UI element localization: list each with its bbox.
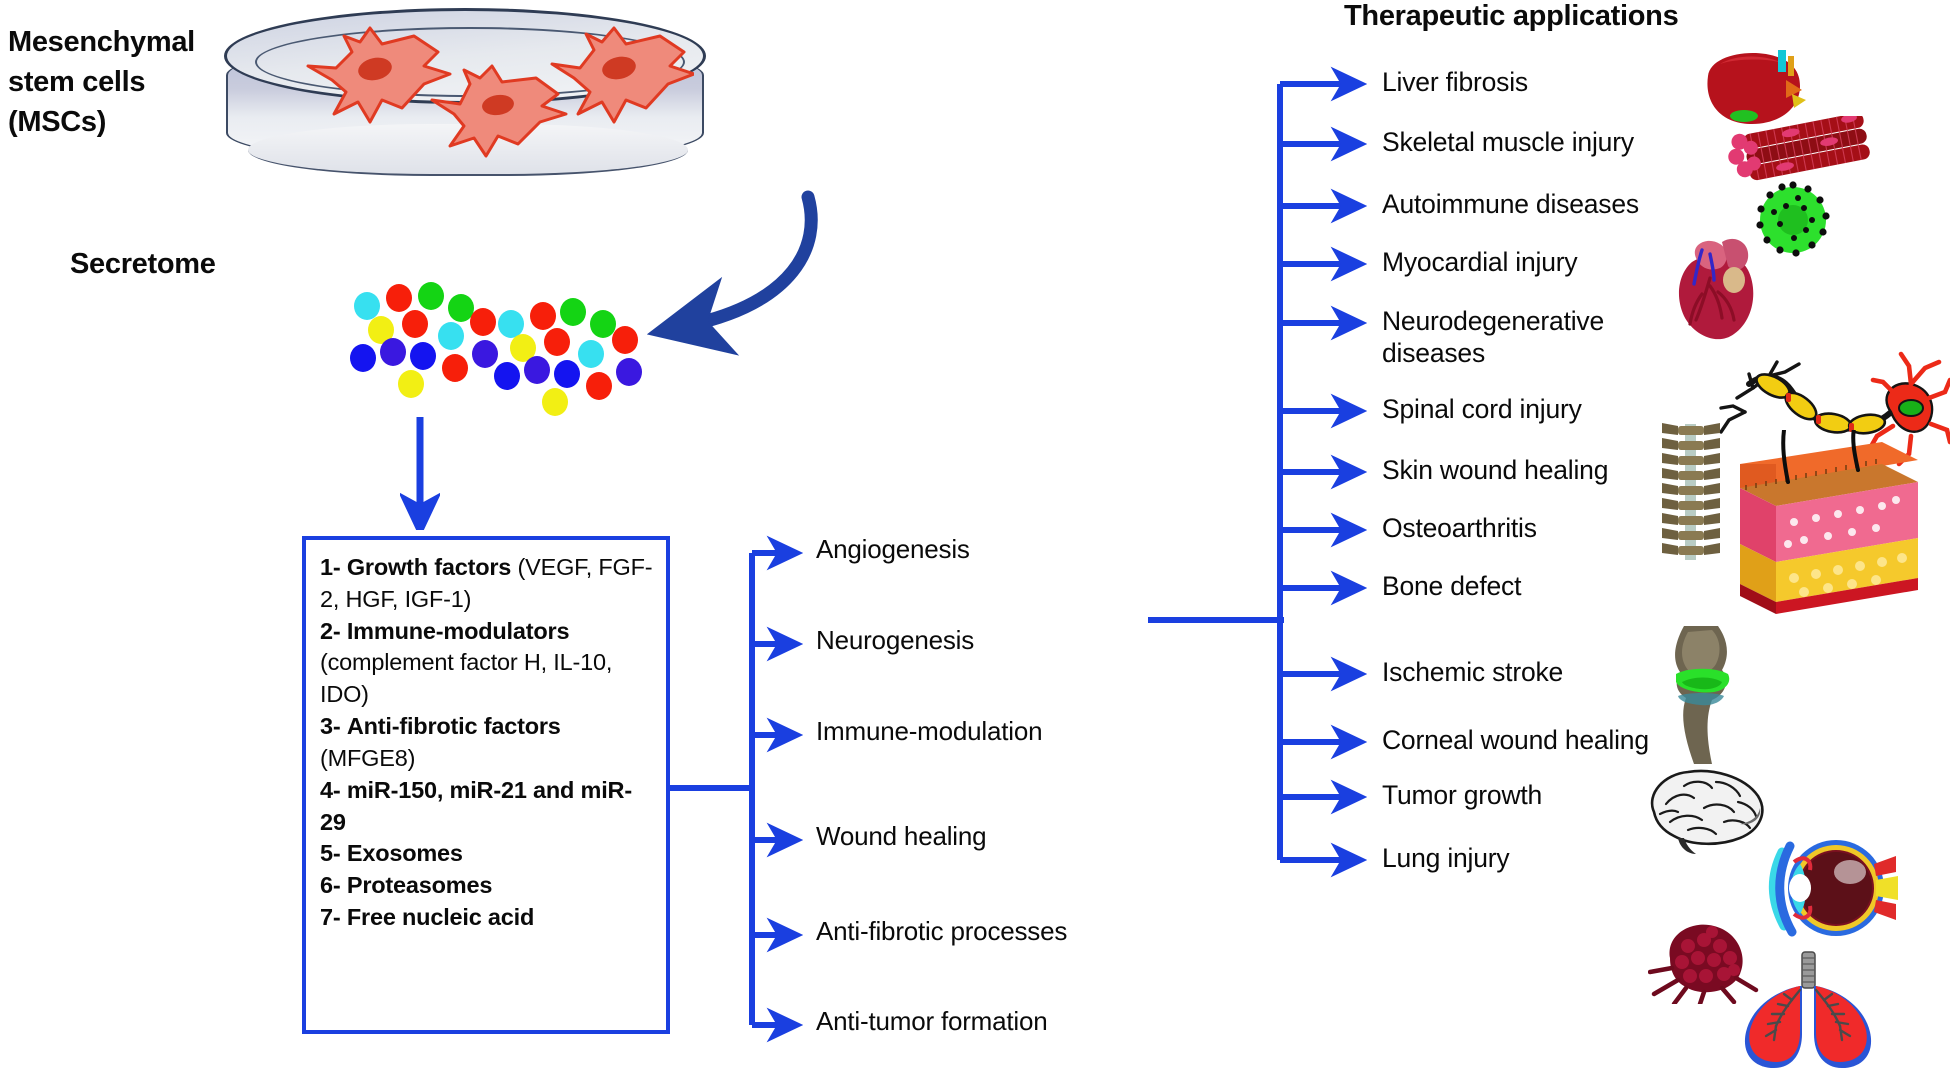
secretome-item: 3- Anti-fibrotic factors (MFGE8): [320, 711, 654, 775]
therapy-label: Liver fibrosis: [1382, 67, 1528, 97]
eye-icon: [1768, 840, 1898, 937]
therapy-label: Osteoarthritis: [1382, 513, 1537, 543]
secretome-item: 4- miR-150, miR-21 and miR-29: [320, 775, 654, 839]
immune-cell-icon: [1756, 181, 1830, 257]
secretome-molecule-dot: [560, 298, 586, 326]
tumor-cell-icon: [1648, 924, 1759, 1004]
secretome-molecule-dot: [586, 372, 612, 400]
secretome-molecule-dot: [410, 342, 436, 370]
secretome-molecule-dot: [386, 284, 412, 312]
secretome-item-num: 2-: [320, 617, 341, 644]
effect-label: Immune-modulation: [816, 716, 1043, 746]
secretome-item-num: 7-: [320, 904, 341, 931]
secretome-item-num: 3-: [320, 713, 341, 740]
secretome-item-bold: Growth factors: [346, 554, 512, 580]
therapy-label: Ischemic stroke: [1382, 657, 1564, 687]
secretome-to-box-arrow: [400, 417, 440, 530]
therapy-label: Skeletal muscle injury: [1382, 127, 1634, 157]
secretome-molecule-dot: [530, 302, 556, 330]
dish-to-secretome-arrow: [646, 190, 818, 356]
secretome-item: 7- Free nucleic acid: [320, 902, 654, 934]
lungs-icon: [1744, 951, 1872, 1068]
brain-icon: [1650, 769, 1764, 854]
heart-icon: [1678, 238, 1754, 340]
secretome-molecule-dot: [448, 294, 474, 322]
secretome-molecule-dot: [578, 340, 604, 368]
effect-label: Neurogenesis: [816, 625, 975, 655]
secretome-item: 1- Growth factors (VEGF, FGF-2, HGF, IGF…: [320, 552, 654, 616]
secretome-contents-box: 1- Growth factors (VEGF, FGF-2, HGF, IGF…: [302, 536, 670, 1034]
therapy-label: Neurodegenerative diseases: [1382, 306, 1605, 369]
secretome-molecule-dot: [494, 362, 520, 390]
secretome-item-bold: miR-150, miR-21 and miR-29: [320, 776, 632, 835]
secretome-item-bold: Immune-modulators: [346, 617, 570, 644]
secretome-molecule-dot: [498, 310, 524, 338]
secretome-molecule-dot: [350, 344, 376, 372]
secretome-molecule-dot: [402, 310, 428, 338]
secretome-item-num: 5-: [320, 840, 341, 867]
secretome-item: 5- Exosomes: [320, 838, 654, 870]
secretome-molecule-dot: [418, 282, 444, 310]
secretome-item-rest: (complement factor H, IL-10, IDO): [320, 649, 613, 708]
effect-label: Wound healing: [816, 821, 987, 851]
effect-label: Anti-fibrotic processes: [816, 916, 1068, 946]
effect-label: Anti-tumor formation: [816, 1006, 1048, 1036]
secretome-molecule-dot: [354, 292, 380, 320]
secretome-label: Secretome: [70, 248, 216, 280]
msc-cells-group: [306, 26, 694, 158]
therapy-label: Spinal cord injury: [1382, 394, 1582, 424]
secretome-molecule-dot: [616, 358, 642, 386]
therapy-label: Myocardial injury: [1382, 247, 1578, 277]
secretome-molecule-dot: [544, 328, 570, 356]
therapy-label: Lung injury: [1382, 843, 1510, 873]
liver-icon: [1707, 50, 1806, 124]
msc-label-line-3: (MSCs): [8, 106, 107, 139]
biological-effects-tree: Angiogenesis Neurogenesis Immune-modulat…: [666, 520, 1206, 1050]
therapy-label: Autoimmune diseases: [1382, 189, 1639, 219]
secretome-item-rest: (VEGF, FGF-2, HGF, IGF-1): [320, 554, 653, 612]
therapy-label: Skin wound healing: [1382, 455, 1609, 485]
secretome-item: 6- Proteasomes: [320, 870, 654, 902]
secretome-molecule-dot: [554, 360, 580, 388]
secretome-item-bold: Anti-fibrotic factors: [346, 713, 561, 740]
right-tree-connectors: [1277, 66, 1368, 878]
secretome-molecule-dot: [398, 370, 424, 398]
therapy-label: Bone defect: [1382, 571, 1522, 601]
secretome-molecules-group: [350, 282, 650, 416]
mid-tree-connectors: [666, 535, 804, 1043]
secretome-molecule-dot: [470, 308, 496, 336]
secretome-item-bold: Proteasomes: [346, 872, 493, 899]
msc-label: Mesenchymal stem cells (MSCs): [8, 22, 238, 142]
therapeutic-applications-tree: Liver fibrosis Skeletal muscle injury Au…: [1270, 40, 1950, 1070]
therapy-label: Tumor growth: [1382, 780, 1543, 810]
secretome-item-num: 6-: [320, 872, 341, 899]
skin-layers-icon: [1740, 430, 1918, 614]
secretome-molecule-dot: [612, 326, 638, 354]
therapy-label: Corneal wound healing: [1382, 725, 1649, 755]
secretome-molecule-dot: [472, 340, 498, 368]
secretome-molecule-dot: [590, 310, 616, 338]
secretome-item-num: 4-: [320, 776, 341, 803]
secretome-molecule-dot: [380, 338, 406, 366]
secretome-item-bold: Exosomes: [346, 840, 463, 867]
secretome-item-rest: (MFGE8): [320, 744, 416, 771]
secretome-molecule-dot: [524, 356, 550, 384]
msc-label-line-2: stem cells: [8, 66, 146, 99]
effect-label: Angiogenesis: [816, 534, 970, 564]
secretome-molecule-dot: [442, 354, 468, 382]
petri-dish-icon: [222, 6, 712, 188]
therapeutic-applications-title: Therapeutic applications: [1344, 0, 1679, 32]
muscle-fiber-icon: [1728, 116, 1870, 181]
secretome-item-num: 1-: [320, 554, 341, 580]
spine-icon: [1662, 423, 1720, 560]
secretome-item: 2- Immune-modulators (complement factor …: [320, 616, 654, 711]
msc-label-line-1: Mesenchymal: [8, 26, 195, 58]
knee-joint-icon: [1675, 626, 1730, 764]
mid-to-right-connector: [1148, 617, 1284, 623]
neuron-icon: [1719, 351, 1950, 467]
secretome-molecule-dot: [438, 322, 464, 350]
secretome-item-bold: Free nucleic acid: [346, 904, 535, 931]
secretome-molecule-dot: [542, 388, 568, 416]
